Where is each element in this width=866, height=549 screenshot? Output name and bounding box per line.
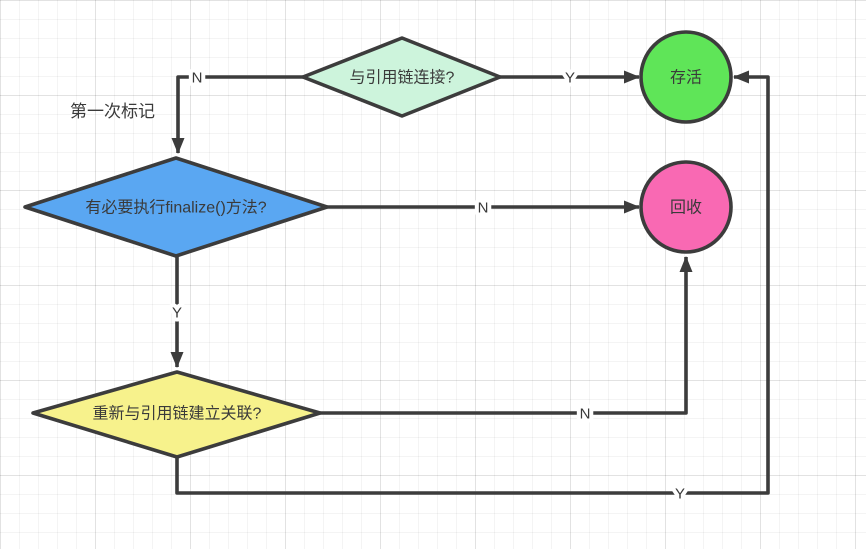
edge-label-check-to-alive: Y xyxy=(565,70,575,87)
alive-label: 存活 xyxy=(670,69,702,87)
edge-check-to-need-finalize xyxy=(171,75,303,154)
decision-finalize-diamond xyxy=(23,156,329,258)
edge-label-check-to-need-finalize: N xyxy=(192,70,203,87)
edge-rejoin-to-collect xyxy=(320,256,693,415)
decision-rejoin-label: 重新与引用链建立关联? xyxy=(93,405,262,423)
alive-circle xyxy=(639,30,733,124)
edge-label-rejoin-to-collect: N xyxy=(580,406,591,423)
collect-circle xyxy=(639,160,733,254)
edge-rejoin-to-alive xyxy=(175,70,770,495)
decision-ref-chain-diamond xyxy=(301,36,502,118)
decision-ref-chain-label: 与引用链连接? xyxy=(350,69,455,87)
edge-label-need-finalize-to-rejoin: Y xyxy=(172,305,182,322)
edge-label-rejoin-to-alive: Y xyxy=(675,486,685,503)
decision-finalize-label: 有必要执行finalize()方法? xyxy=(85,199,266,217)
decision-rejoin-diamond xyxy=(31,370,322,459)
edge-label-need-finalize-to-collect: N xyxy=(478,200,489,217)
first-mark-annotation: 第一次标记 xyxy=(70,102,155,121)
collect-label: 回收 xyxy=(670,199,702,217)
